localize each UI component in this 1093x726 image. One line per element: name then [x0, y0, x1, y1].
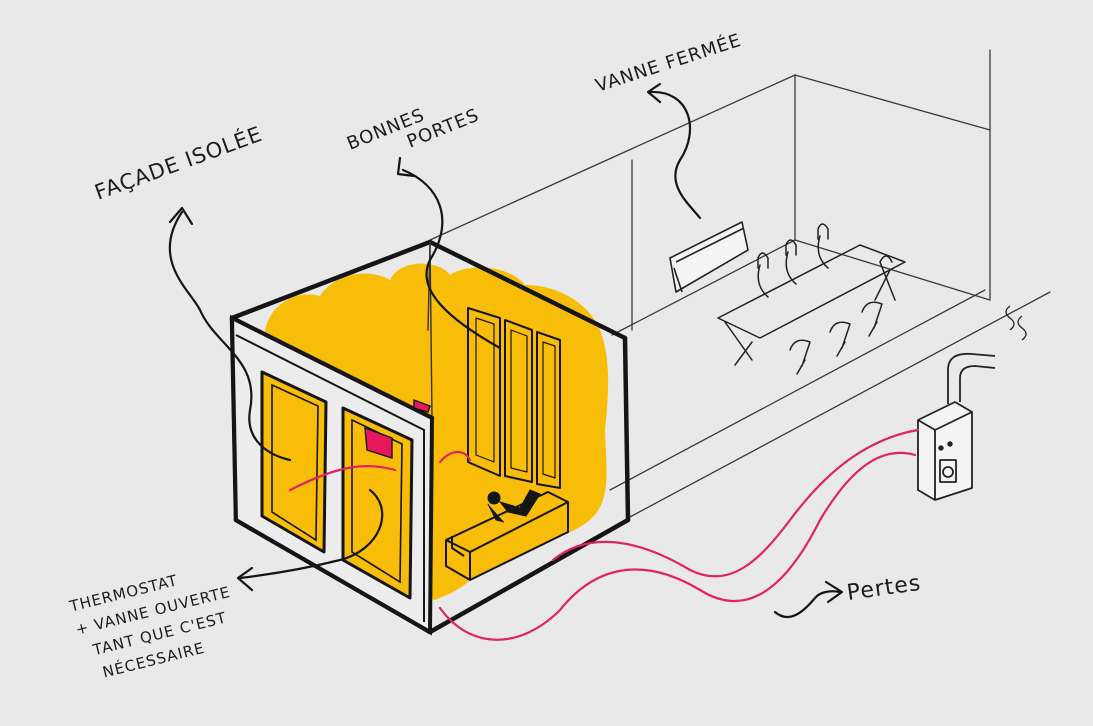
- corridor-outline: [429, 49, 1051, 519]
- label-thermostat: THERMOSTAT + VANNE OUVERTE TANT QUE C'ES…: [67, 571, 232, 681]
- person-icon: [487, 489, 541, 523]
- boiler-icon: [917, 305, 1027, 501]
- annotation-arrows: [168, 82, 844, 619]
- loss-pipes: [288, 428, 920, 641]
- radiator-icon: [669, 221, 749, 293]
- label-facade-isolee: FAÇADE ISOLÉE: [91, 121, 265, 205]
- sofa-icon: [445, 491, 569, 581]
- label-pertes: Pertes: [845, 571, 922, 606]
- thermostat-icon: [364, 398, 431, 459]
- label-vanne-fermee: VANNE FERMÉE: [593, 29, 744, 97]
- interior-doors: [467, 307, 561, 489]
- meeting-table-icon: [717, 223, 906, 375]
